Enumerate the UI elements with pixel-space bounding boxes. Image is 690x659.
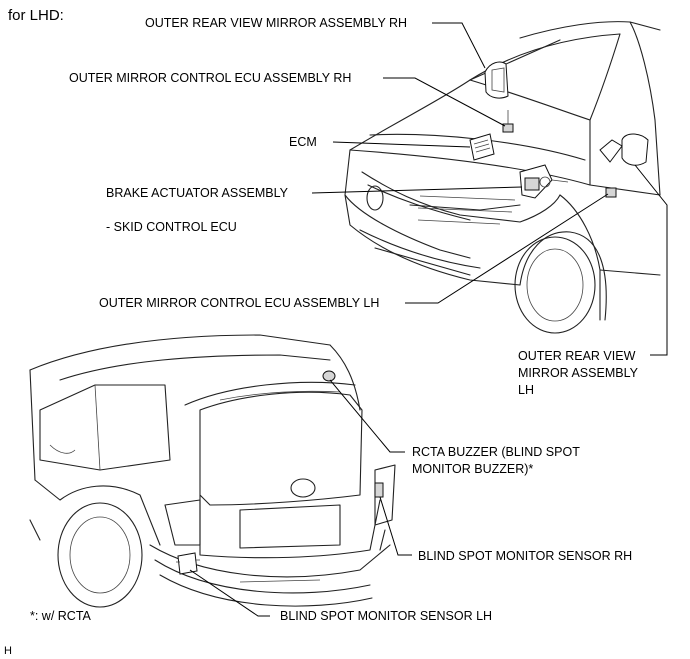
brake-actuator-part <box>519 164 569 199</box>
label-ecm: ECM <box>289 135 317 149</box>
label-skid-control-ecu: - SKID CONTROL ECU <box>106 220 237 234</box>
rear-vehicle-drawing <box>29 334 396 608</box>
label-rcta-buzzer-line2: MONITOR BUZZER)* <box>412 462 533 476</box>
mirror-ecu-rh-part <box>502 110 514 133</box>
bsm-sensor-rh-part <box>374 482 384 498</box>
mirror-ecu-lh-part <box>605 187 617 198</box>
label-brake-actuator: BRAKE ACTUATOR ASSEMBLY <box>106 186 289 200</box>
label-bsm-sensor-rh: BLIND SPOT MONITOR SENSOR RH <box>418 549 632 563</box>
header-title: for LHD: <box>8 7 64 24</box>
bsm-sensor-lh-part <box>176 552 200 575</box>
outer-mirror-lh-part <box>599 133 649 166</box>
label-mirror-ecu-rh: OUTER MIRROR CONTROL ECU ASSEMBLY RH <box>69 71 351 85</box>
figure-code: H <box>4 645 12 657</box>
label-mirror-ecu-lh: OUTER MIRROR CONTROL ECU ASSEMBLY LH <box>99 296 379 310</box>
ecm-part <box>469 133 495 161</box>
footnote: *: w/ RCTA <box>30 609 92 623</box>
outer-mirror-rh-part <box>484 61 509 99</box>
label-outer-mirror-lh-line1: OUTER REAR VIEW <box>518 349 636 363</box>
label-outer-mirror-lh-line3: LH <box>518 383 534 397</box>
label-outer-mirror-lh-line2: MIRROR ASSEMBLY <box>518 366 639 380</box>
label-bsm-sensor-lh: BLIND SPOT MONITOR SENSOR LH <box>280 609 492 623</box>
label-outer-mirror-rh: OUTER REAR VIEW MIRROR ASSEMBLY RH <box>145 16 407 30</box>
front-vehicle-drawing <box>344 21 661 334</box>
label-rcta-buzzer-line1: RCTA BUZZER (BLIND SPOT <box>412 445 580 459</box>
rcta-buzzer-part <box>322 370 336 382</box>
leader-lines <box>189 22 668 617</box>
